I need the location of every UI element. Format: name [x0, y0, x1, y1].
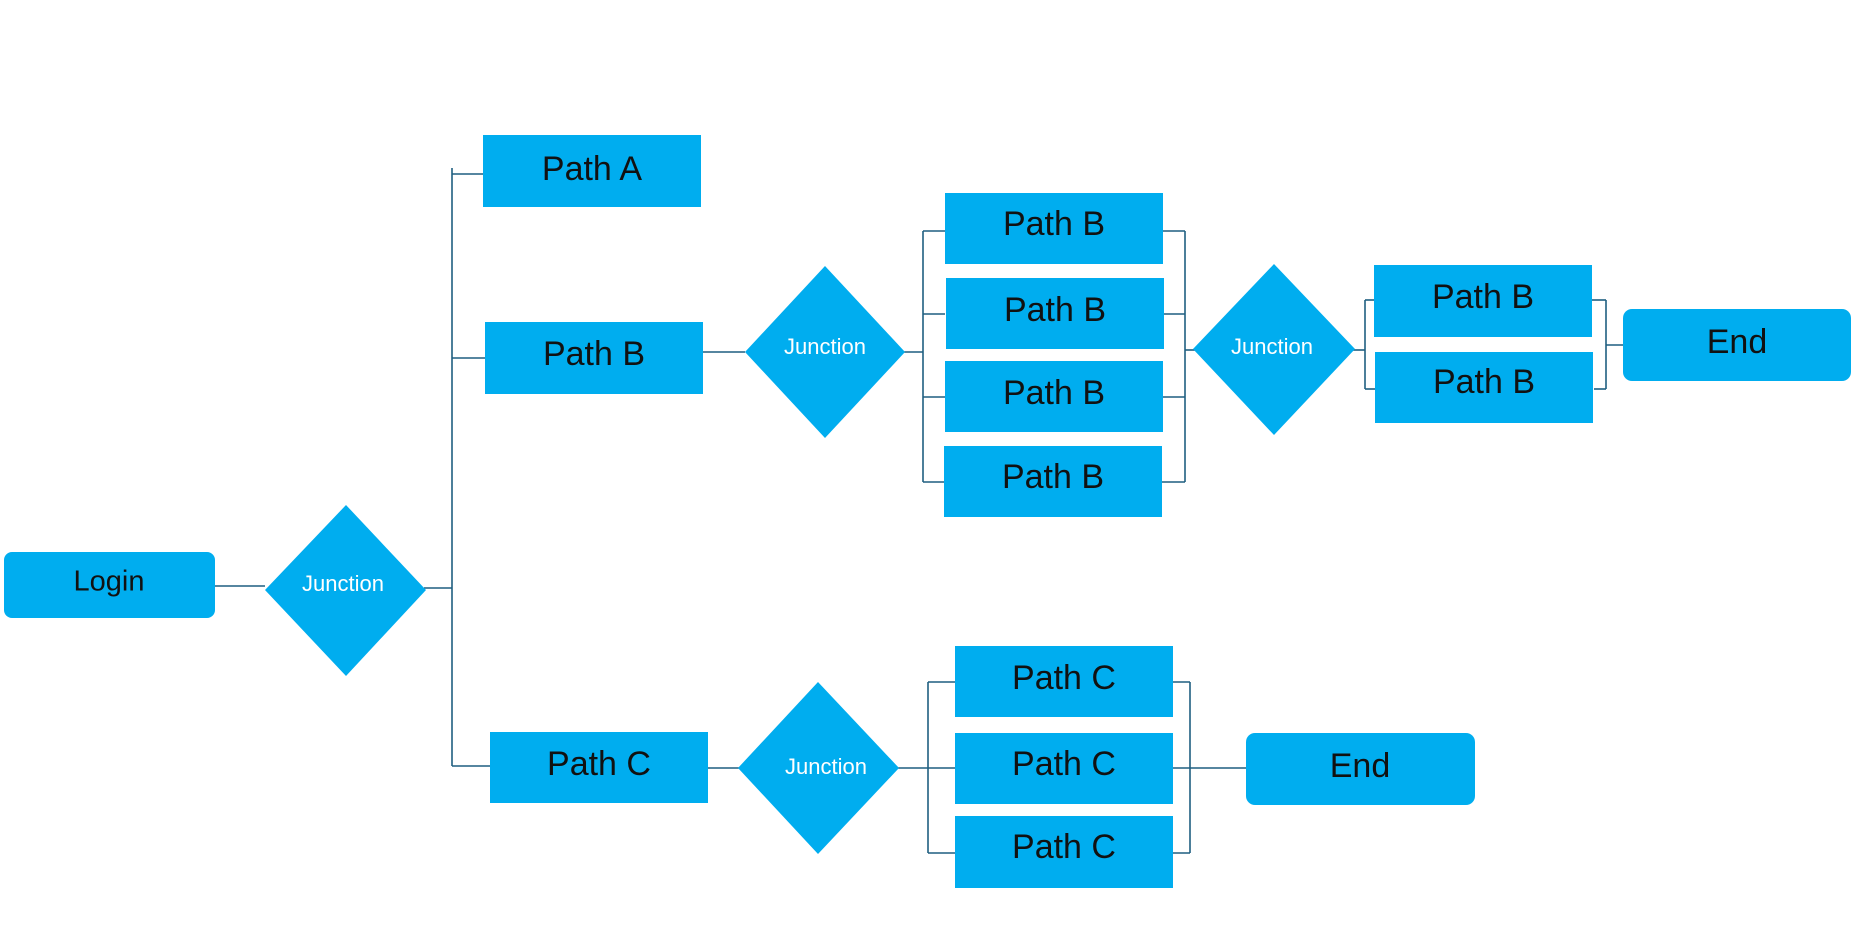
path-c-label: Path C [547, 745, 651, 783]
junction-b2-label: Junction [1231, 334, 1313, 359]
path-a-node[interactable]: Path A [483, 135, 701, 207]
path-a-label: Path A [542, 150, 643, 188]
path-c-3-label: Path C [1012, 828, 1116, 866]
path-c-3-node[interactable]: Path C [955, 816, 1173, 888]
path-b-1-node[interactable]: Path B [945, 193, 1163, 264]
path-b-6-node[interactable]: Path B [1375, 352, 1593, 423]
junction-b1-label: Junction [784, 334, 866, 359]
login-node[interactable]: Login [4, 552, 215, 618]
end-c-node[interactable]: End [1246, 733, 1475, 805]
junction-b2[interactable]: Junction [1193, 264, 1355, 435]
junction-c-label: Junction [785, 754, 867, 779]
path-b-3-label: Path B [1003, 374, 1105, 412]
path-b-2-label: Path B [1004, 291, 1106, 329]
junction-b1[interactable]: Junction [745, 266, 905, 438]
path-c-2-label: Path C [1012, 745, 1116, 783]
connectors [214, 168, 1626, 854]
path-b-5-label: Path B [1432, 278, 1534, 316]
path-b-4-node[interactable]: Path B [944, 446, 1162, 517]
path-c-1-label: Path C [1012, 659, 1116, 697]
path-b-label: Path B [543, 335, 645, 373]
path-c-2-node[interactable]: Path C [955, 733, 1173, 804]
path-c-1-node[interactable]: Path C [955, 646, 1173, 717]
path-c-node[interactable]: Path C [490, 732, 708, 803]
nodes: Login Junction Path A Path B Path C Junc… [4, 135, 1851, 888]
path-b-3-node[interactable]: Path B [945, 361, 1163, 432]
path-b-4-label: Path B [1002, 458, 1104, 496]
junction-1-label: Junction [302, 571, 384, 596]
junction-c[interactable]: Junction [738, 682, 899, 854]
path-b-1-label: Path B [1003, 205, 1105, 243]
end-b-node[interactable]: End [1623, 309, 1851, 381]
end-c-label: End [1330, 747, 1391, 785]
login-label: Login [74, 566, 145, 598]
path-b-2-node[interactable]: Path B [946, 278, 1164, 349]
path-b-6-label: Path B [1433, 363, 1535, 401]
junction-1[interactable]: Junction [265, 505, 426, 676]
end-b-label: End [1707, 323, 1768, 361]
path-b-node[interactable]: Path B [485, 322, 703, 394]
path-b-5-node[interactable]: Path B [1374, 265, 1592, 337]
